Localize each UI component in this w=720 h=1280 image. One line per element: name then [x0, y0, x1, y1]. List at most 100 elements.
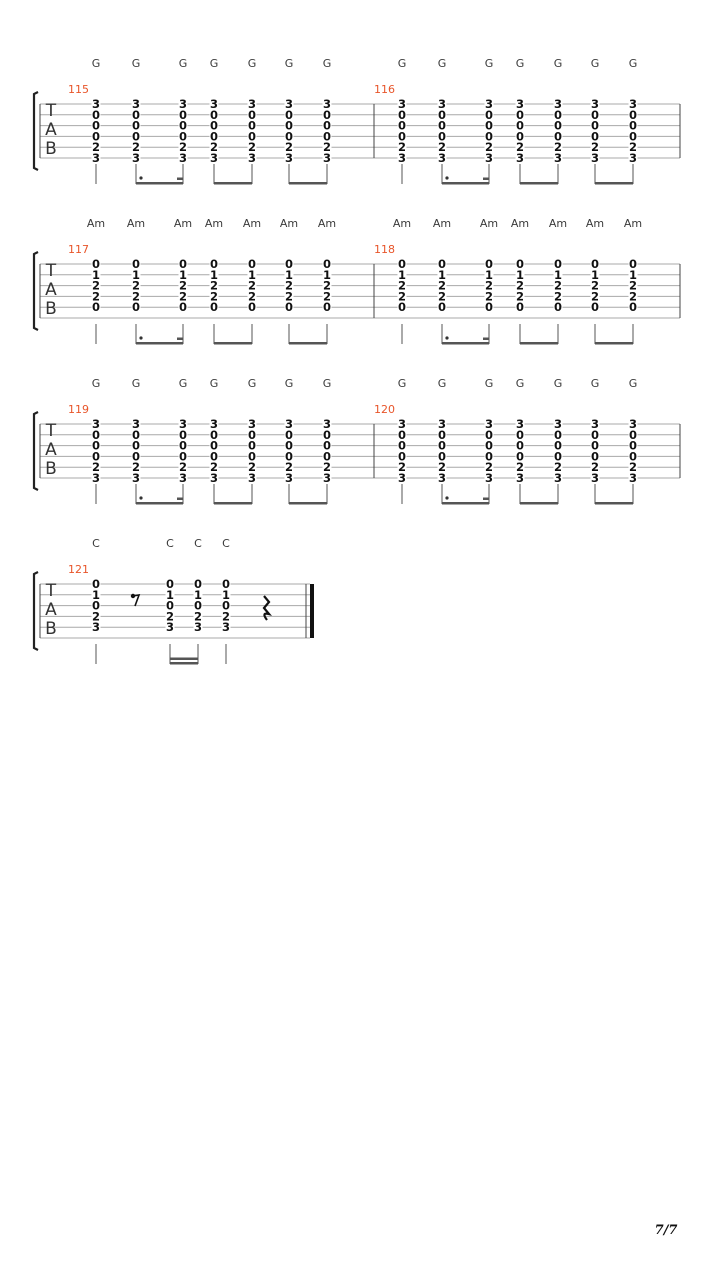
- fret-backdrop: [437, 291, 447, 302]
- fret-number: 0: [554, 108, 562, 122]
- fret-number: 3: [285, 151, 293, 165]
- eighth-rest: [130, 593, 141, 607]
- fret-backdrop: [91, 451, 101, 462]
- fret-number: 0: [132, 428, 140, 442]
- fret-backdrop: [515, 440, 525, 451]
- fret-backdrop: [91, 440, 101, 451]
- fret-backdrop: [247, 142, 257, 153]
- fret-backdrop: [131, 99, 141, 109]
- fret-number: 3: [179, 97, 187, 111]
- fret-number: 3: [210, 471, 218, 485]
- fret-backdrop: [553, 440, 563, 451]
- fret-backdrop: [322, 131, 332, 142]
- fret-number: 0: [92, 300, 100, 314]
- fret-number: 2: [92, 140, 100, 154]
- fret-backdrop: [484, 280, 494, 291]
- fret-number: 2: [132, 279, 140, 293]
- fret-number: 0: [179, 129, 187, 143]
- fret-number: 0: [398, 108, 406, 122]
- system-bracket: [32, 571, 39, 651]
- fret-number: 0: [516, 428, 524, 442]
- fret-backdrop: [515, 451, 525, 462]
- fret-backdrop: [178, 440, 188, 451]
- fret-backdrop: [590, 429, 600, 440]
- partial-beam: [483, 337, 489, 340]
- fret-backdrop: [484, 99, 494, 109]
- fret-backdrop: [178, 109, 188, 120]
- fret-number: 3: [516, 471, 524, 485]
- chord-name: Am: [433, 217, 451, 230]
- fret-backdrop: [322, 291, 332, 302]
- fret-number: 2: [166, 609, 174, 623]
- fret-number: 2: [438, 289, 446, 303]
- fret-backdrop: [322, 269, 332, 280]
- fret-backdrop: [437, 419, 447, 429]
- fret-number: 0: [516, 119, 524, 133]
- fret-number: 2: [285, 460, 293, 474]
- fret-number: 1: [166, 588, 174, 602]
- fret-number: 3: [285, 471, 293, 485]
- chord-name: C: [222, 537, 230, 550]
- fret-backdrop: [553, 109, 563, 120]
- beam: [170, 662, 198, 665]
- beam: [214, 502, 252, 505]
- fret-number: 0: [591, 119, 599, 133]
- fret-backdrop: [209, 153, 219, 163]
- fret-backdrop: [628, 462, 638, 473]
- chord-name: G: [438, 377, 447, 390]
- fret-backdrop: [193, 579, 203, 589]
- fret-backdrop: [91, 600, 101, 611]
- fret-number: 2: [92, 279, 100, 293]
- fret-backdrop: [221, 579, 231, 589]
- fret-backdrop: [515, 120, 525, 131]
- fret-backdrop: [322, 473, 332, 483]
- fret-backdrop: [284, 142, 294, 153]
- fret-number: 3: [591, 471, 599, 485]
- fret-number: 2: [398, 289, 406, 303]
- fret-backdrop: [322, 153, 332, 163]
- fret-number: 3: [323, 151, 331, 165]
- beam: [520, 502, 558, 505]
- system-bracket: [32, 251, 39, 331]
- fret-number: 2: [516, 460, 524, 474]
- fret-backdrop: [628, 109, 638, 120]
- fret-backdrop: [284, 462, 294, 473]
- fret-number: 0: [92, 129, 100, 143]
- fret-number: 0: [132, 108, 140, 122]
- fret-number: 0: [591, 129, 599, 143]
- tab-clef-letter: T: [45, 421, 57, 441]
- fret-backdrop: [178, 429, 188, 440]
- fret-number: 2: [438, 140, 446, 154]
- fret-number: 0: [629, 449, 637, 463]
- fret-backdrop: [484, 259, 494, 269]
- chord-name: Am: [243, 217, 261, 230]
- fret-backdrop: [437, 259, 447, 269]
- fret-backdrop: [284, 291, 294, 302]
- fret-backdrop: [131, 153, 141, 163]
- fret-number: 0: [398, 119, 406, 133]
- fret-backdrop: [284, 429, 294, 440]
- beam: [136, 342, 183, 345]
- fret-number: 2: [554, 289, 562, 303]
- fret-backdrop: [484, 120, 494, 131]
- fret-number: 3: [132, 97, 140, 111]
- fret-number: 0: [194, 599, 202, 613]
- fret-backdrop: [193, 622, 203, 633]
- partial-beam: [177, 497, 183, 500]
- fret-number: 0: [485, 108, 493, 122]
- fret-backdrop: [397, 142, 407, 153]
- fret-number: 3: [629, 97, 637, 111]
- fret-number: 2: [438, 279, 446, 293]
- fret-number: 2: [285, 289, 293, 303]
- fret-backdrop: [284, 302, 294, 313]
- fret-backdrop: [91, 291, 101, 302]
- fret-number: 0: [438, 449, 446, 463]
- fret-number: 0: [629, 439, 637, 453]
- fret-number: 0: [132, 129, 140, 143]
- fret-number: 2: [222, 609, 230, 623]
- fret-backdrop: [131, 462, 141, 473]
- fret-backdrop: [590, 109, 600, 120]
